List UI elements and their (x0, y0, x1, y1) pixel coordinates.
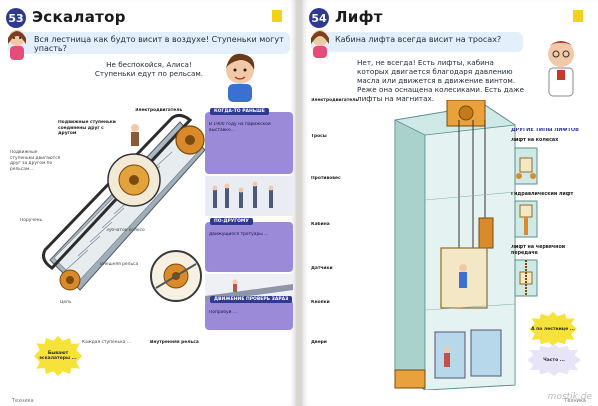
wheel-lift-icon (514, 147, 538, 185)
burst-right: А по лестнице ... (529, 312, 577, 346)
watermark: mostik.de (547, 392, 592, 402)
corner-tab-left (272, 10, 282, 22)
badge-check: ДВИЖЕНИЕ ПРОВЕРЬ ЗАРАЗ (210, 296, 293, 303)
lift-types-list: Лифт на колесах Гидравлический лифт Лифт… (511, 138, 591, 300)
corner-tab-right (573, 10, 583, 22)
badge-when: КОГДА-ТО РАНЬШЕ (210, 108, 269, 115)
badge-other: ПО-ДРУГОМУ (210, 218, 253, 225)
page-number-right: 54 (309, 8, 329, 28)
caption-buttons: Кнопки (311, 300, 330, 305)
page-title-left: Эскалатор (32, 8, 126, 26)
caption-cables: Тросы (311, 134, 327, 139)
sidebar-when-text: В 1900 году на парижской выставке... (209, 122, 271, 133)
answer-right: Нет, не всегда! Есть лифты, кабина котор… (357, 58, 525, 103)
left-page: 53 Эскалатор Вся лестница как будто виси… (0, 0, 297, 406)
caption-chain: Цепь (60, 300, 72, 305)
question-banner-left: Вся лестница как будто висит в воздухе! … (8, 32, 290, 54)
page-number-left: 53 (6, 8, 26, 28)
caption-motor-right: Электродвигатель (311, 98, 359, 103)
sidebar-when-box: В 1900 году на парижской выставке... (205, 112, 293, 174)
question-left: Вся лестница как будто висит в воздухе! … (34, 35, 284, 53)
sidebar-check-box: Попробуй ... (205, 300, 293, 330)
lift-type-item: Лифт на червячной передаче (511, 245, 566, 256)
footer-right: Техника (564, 398, 586, 404)
hydraulic-lift-icon (514, 200, 538, 238)
burst-left: Бывают эскалаторы ... (34, 336, 82, 376)
magnifier-detail (150, 250, 202, 302)
caption-counterweight: Противовес (311, 176, 341, 181)
gear-closeup (107, 153, 161, 207)
caption-rails: Подвижные ступеньки двигаются друг за др… (10, 150, 61, 172)
boy-avatar (226, 53, 255, 102)
sidebar-other-text: Движущиеся тротуары ... (209, 232, 269, 237)
caption-bottom-left: Каждая ступенька ... (82, 340, 132, 345)
caption-inner-rail: Внутренняя рельса (150, 340, 199, 345)
girl-avatar (8, 30, 26, 60)
burst-right-2: Часто ... (527, 344, 581, 376)
caption-rail: Внешняя рельса (100, 262, 139, 267)
sidebar-check-text: Попробуй ... (209, 310, 238, 315)
book-gutter (297, 0, 301, 406)
question-right: Кабина лифта всегда висит на тросах? (335, 35, 502, 44)
lift-type-item: Лифт на колесах (511, 138, 559, 143)
caption-door: Двери (311, 340, 327, 345)
caption-sensors: Датчики (311, 266, 333, 271)
caption-handrail: Поручень (20, 218, 43, 223)
escalator-illustration (42, 113, 206, 291)
caption-tooth-wheel: Зубчатое колесо (106, 228, 145, 233)
sidebar-title-right: ДРУГИЕ ТИПЫ ЛИФТОВ (511, 128, 579, 133)
lift-type-item: Гидравлический лифт (511, 191, 574, 197)
page-title-right: Лифт (335, 8, 383, 26)
worm-gear-lift-icon (514, 259, 538, 297)
caption-cabin: Кабина (311, 222, 330, 227)
question-banner-right: Кабина лифта всегда висит на тросах? (311, 32, 523, 52)
answer-left: Не беспокойся, Алиса! Ступеньки едут по … (94, 60, 204, 78)
lift-shaft-illustration (394, 100, 516, 390)
right-page: 54 Лифт Кабина лифта всегда висит на тро… (301, 0, 598, 406)
caption-motor-left: Электродвигатель (135, 108, 183, 113)
scientist-avatar (547, 41, 575, 97)
crowd-illustration (205, 176, 293, 216)
footer-left: Техника (12, 398, 34, 404)
sidebar-other-box: Движущиеся тротуары ... (205, 222, 293, 272)
caption-steps: Подвижные ступеньки соединены друг с дру… (58, 120, 116, 137)
girl-avatar-right (311, 30, 329, 58)
